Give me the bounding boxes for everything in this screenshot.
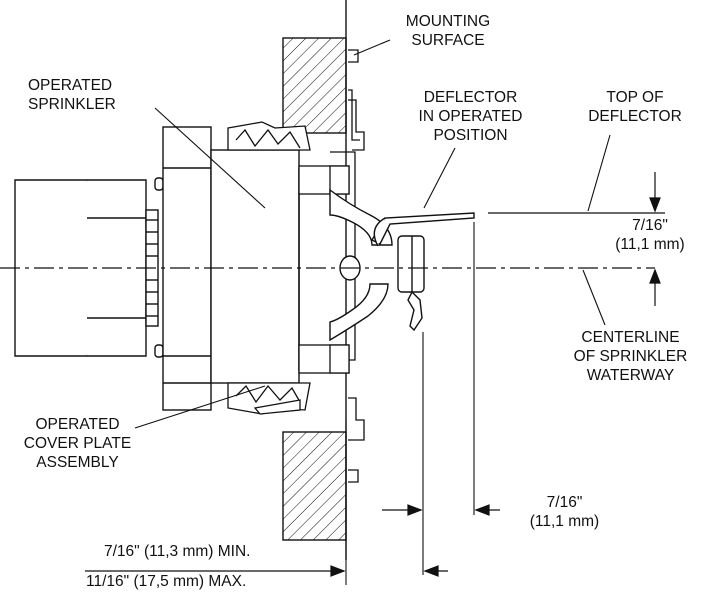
operated-sprinkler-label: OPERATED SPRINKLER: [28, 77, 116, 113]
leader-lines: [134, 39, 611, 429]
max-dimension-label: 11/16" (17,5 mm) MAX.: [86, 573, 247, 590]
extension-lines: [345, 222, 475, 585]
cover-plate-label: OPERATED COVER PLATE ASSEMBLY: [23, 416, 132, 471]
mounting-clips: [348, 49, 365, 483]
frame-and-deflector: [329, 188, 475, 342]
centerline-label: CENTERLINE OF SPRINKLER WATERWAY: [573, 329, 688, 384]
mounting-surface-wall: [282, 0, 347, 560]
sprinkler-body: [162, 126, 300, 411]
min-dimension-label: 7/16" (11,3 mm) MIN.: [104, 543, 251, 560]
horizontal-dimension-label: 7/16" (11,1 mm): [529, 494, 600, 530]
mounting-surface-label: MOUNTING SURFACE: [405, 13, 491, 49]
vertical-dimension-label: 7/16" (11,1 mm): [615, 217, 685, 253]
bottom-dimension-arrows: [85, 504, 500, 577]
top-of-deflector-label: TOP OF DEFLECTOR: [588, 89, 682, 125]
cover-plate-assembly: [227, 121, 356, 415]
vertical-dimension-arrows: [649, 172, 661, 306]
deflector-operated-label: DEFLECTOR IN OPERATED POSITION: [418, 89, 523, 144]
